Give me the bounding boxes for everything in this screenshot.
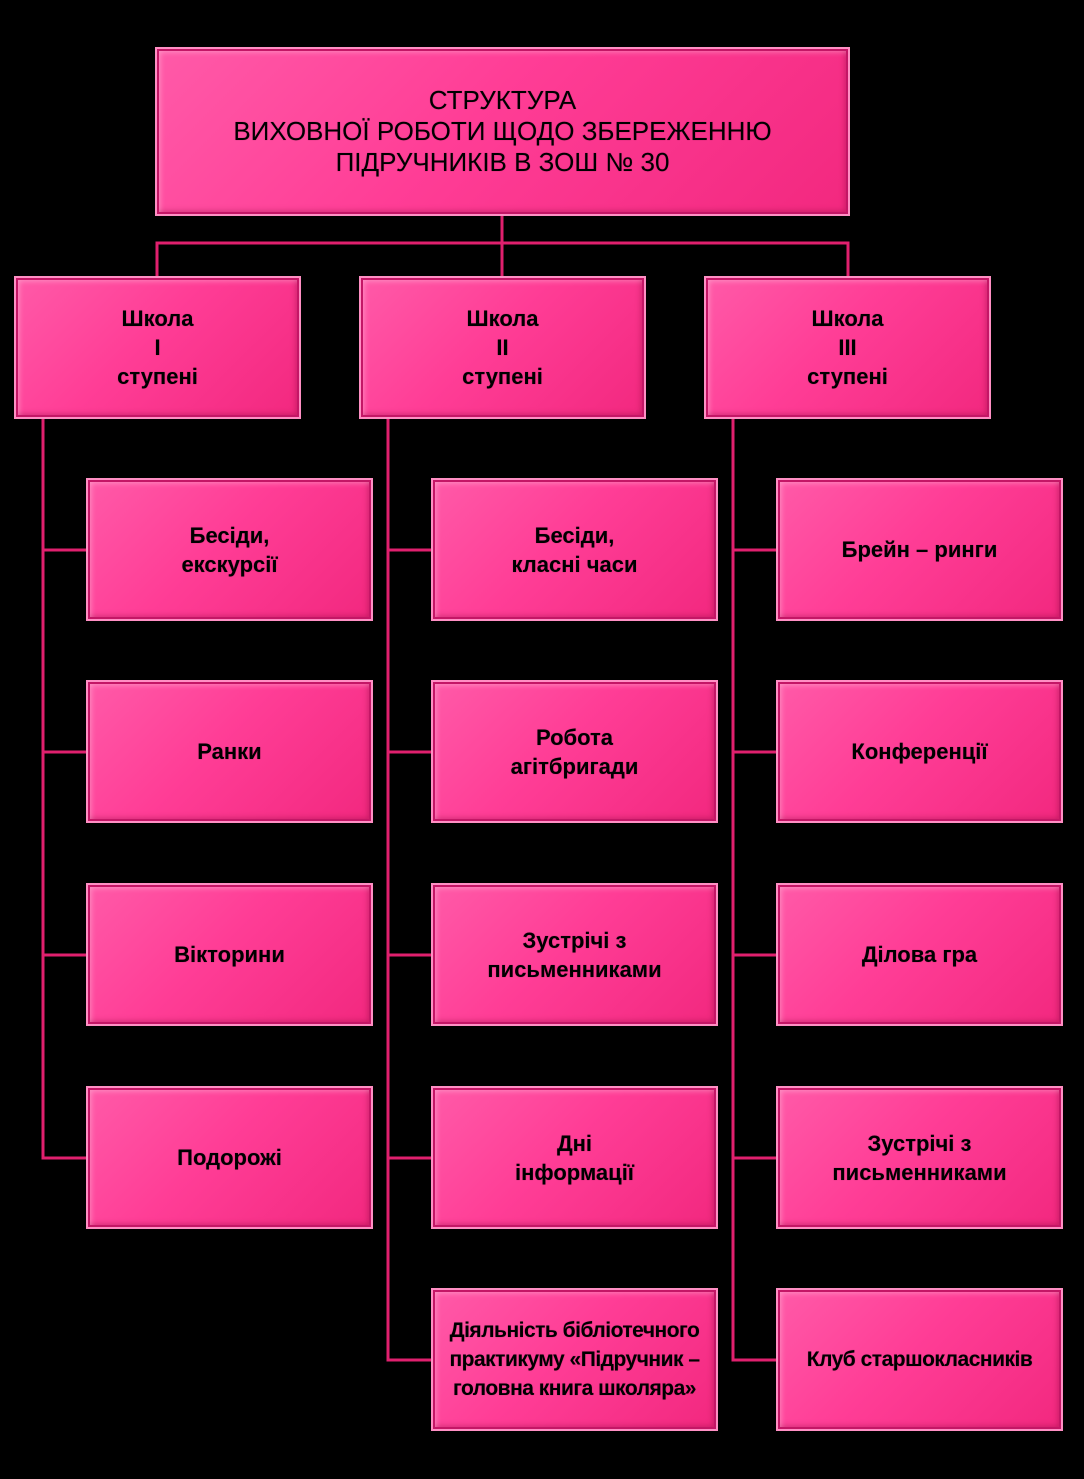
level-box-1: Школа І ступені [14,276,301,419]
item-col3-5: Клуб старшокласників [776,1288,1063,1431]
item-col2-4: Дні інформації [431,1086,718,1229]
item-col2-5: Діяльність бібліотечного практикуму «Під… [431,1288,718,1431]
item-col1-2: Ранки [86,680,373,823]
level-box-2: Школа ІІ ступені [359,276,646,419]
item-col1-4: Подорожі [86,1086,373,1229]
item-col3-4: Зустрічі з письменниками [776,1086,1063,1229]
item-col2-3: Зустрічі з письменниками [431,883,718,1026]
item-col3-2: Конференції [776,680,1063,823]
level-box-3: Школа ІІІ ступені [704,276,991,419]
item-col2-2: Робота агітбригади [431,680,718,823]
item-col3-1: Брейн – ринги [776,478,1063,621]
item-col3-3: Ділова гра [776,883,1063,1026]
diagram-title: СТРУКТУРА ВИХОВНОЇ РОБОТИ ЩОДО ЗБЕРЕЖЕНН… [155,47,850,216]
item-col1-3: Вікторини [86,883,373,1026]
item-col1-1: Бесіди, екскурсії [86,478,373,621]
item-col2-1: Бесіди, класні часи [431,478,718,621]
